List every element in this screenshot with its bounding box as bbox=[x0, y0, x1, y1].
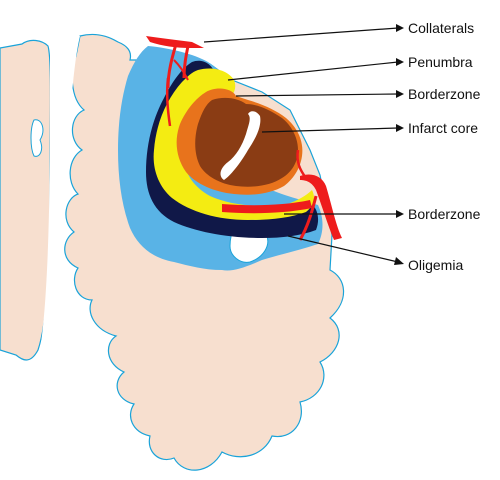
label-collaterals: Collaterals bbox=[408, 20, 474, 36]
label-borderzone-lower: Borderzone bbox=[408, 206, 481, 222]
collateral-vessels bbox=[146, 36, 204, 127]
arrow-oligemia bbox=[287, 235, 399, 263]
ventricle bbox=[30, 119, 44, 157]
midline-gap bbox=[40, 36, 80, 350]
arrow-penumbra bbox=[227, 61, 399, 81]
label-oligemia: Oligemia bbox=[408, 257, 463, 273]
arrow-borderzone-upper bbox=[235, 93, 399, 97]
label-borderzone-upper: Borderzone bbox=[408, 86, 481, 102]
label-infarct-core: Infarct core bbox=[408, 120, 478, 136]
label-penumbra: Penumbra bbox=[408, 54, 473, 70]
borderzone-region bbox=[146, 60, 319, 238]
borderzone-vessels bbox=[222, 149, 342, 241]
leader-arrows bbox=[203, 24, 404, 265]
left-hemisphere bbox=[0, 39, 52, 361]
core-sulcus bbox=[220, 111, 261, 180]
arrow-collaterals bbox=[203, 27, 399, 43]
arrow-infarct-core bbox=[261, 127, 399, 133]
